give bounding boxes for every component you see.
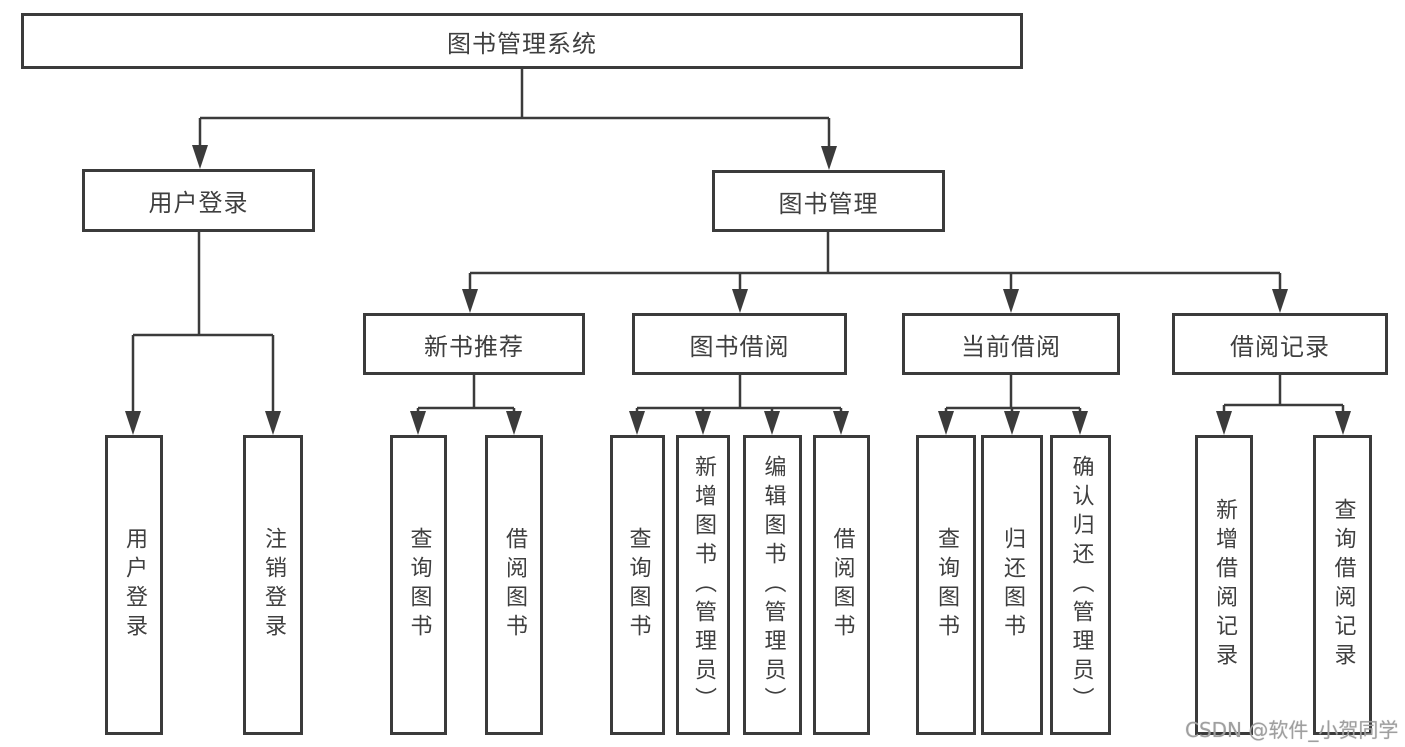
node-bb-borrow-book: 借阅图书	[813, 435, 870, 735]
node-bb-query-book: 查询图书	[610, 435, 665, 735]
node-bb-borrow-book-label: 借阅图书	[829, 527, 855, 643]
node-logout: 注销登录	[243, 435, 303, 735]
node-book-borrow: 图书借阅	[632, 313, 847, 375]
node-user-login-label: 用户登录	[122, 527, 147, 643]
node-br-add-record: 新增借阅记录	[1195, 435, 1253, 735]
csdn-watermark: CSDN @软件_小贺同学	[1185, 718, 1399, 742]
node-bb-query-book-label: 查询图书	[625, 527, 651, 643]
node-current-borrow-label: 当前借阅	[961, 332, 1061, 361]
node-cb-return-book: 归还图书	[981, 435, 1043, 735]
node-rec-borrow-book: 借阅图书	[485, 435, 543, 735]
node-br-query-record: 查询借阅记录	[1313, 435, 1372, 735]
node-book-mgmt-group-label: 图书管理	[778, 189, 879, 218]
node-new-book-rec: 新书推荐	[363, 313, 585, 375]
node-rec-query-book-label: 查询图书	[406, 527, 432, 643]
node-br-add-record-label: 新增借阅记录	[1212, 498, 1237, 672]
node-borrow-records: 借阅记录	[1172, 313, 1388, 375]
node-cb-confirm-return: 确认归还（管理员）	[1050, 435, 1111, 735]
node-user-login-group: 用户登录	[82, 169, 315, 232]
node-current-borrow: 当前借阅	[902, 313, 1120, 375]
node-bb-add-book-label: 新增图书（管理员）	[691, 454, 716, 716]
node-bb-edit-book: 编辑图书（管理员）	[743, 435, 802, 735]
node-cb-query-book-label: 查询图书	[934, 527, 959, 643]
node-logout-label: 注销登录	[261, 527, 286, 643]
node-cb-confirm-return-label: 确认归还（管理员）	[1068, 454, 1094, 716]
node-rec-query-book: 查询图书	[390, 435, 447, 735]
node-rec-borrow-book-label: 借阅图书	[502, 527, 527, 643]
node-cb-query-book: 查询图书	[916, 435, 976, 735]
node-br-query-record-label: 查询借阅记录	[1330, 498, 1356, 672]
node-borrow-records-label: 借阅记录	[1230, 332, 1330, 361]
node-bb-add-book: 新增图书（管理员）	[676, 435, 730, 735]
node-new-book-rec-label: 新书推荐	[424, 332, 524, 361]
node-book-mgmt-group: 图书管理	[712, 170, 945, 232]
node-cb-return-book-label: 归还图书	[1000, 527, 1025, 643]
node-bb-edit-book-label: 编辑图书（管理员）	[760, 454, 786, 716]
node-book-borrow-label: 图书借阅	[689, 332, 790, 361]
node-user-login-group-label: 用户登录	[148, 189, 249, 217]
node-root-label: 图书管理系统	[447, 29, 597, 58]
node-root: 图书管理系统	[21, 13, 1023, 69]
node-user-login: 用户登录	[105, 435, 163, 735]
